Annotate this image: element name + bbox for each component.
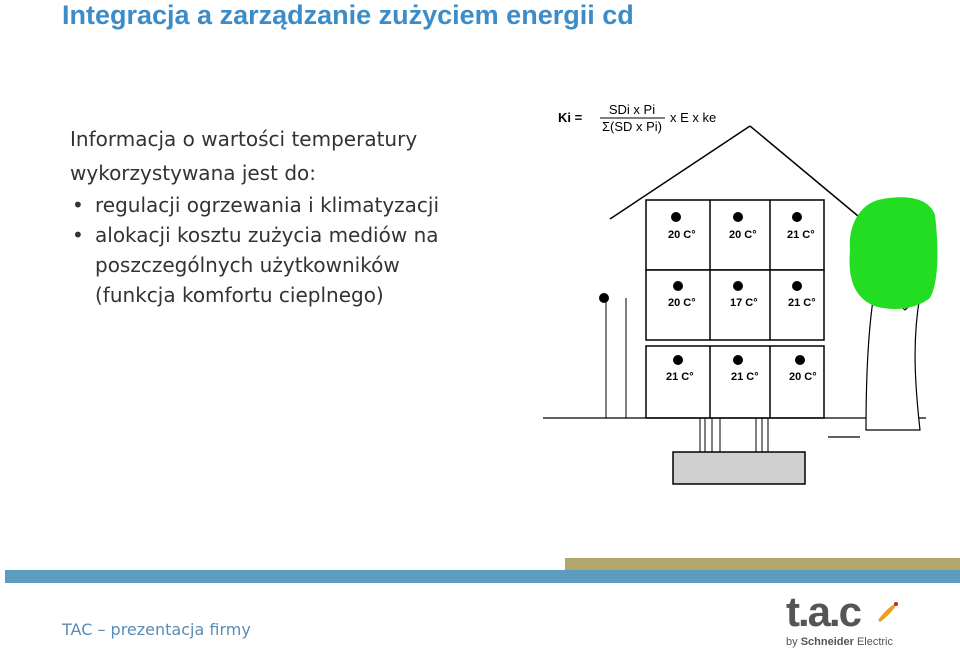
ground	[543, 298, 926, 438]
room-temp-label: 20 C°	[668, 229, 696, 241]
room-temp-label: 21 C°	[731, 371, 759, 383]
footer-accent-bar	[565, 558, 960, 570]
content-text: Informacja o wartości temperatury wykorz…	[70, 122, 540, 310]
footer-bar	[5, 570, 960, 583]
cost-formula: Ki = SDi x Pi Σ(SD x Pi) x E x ke	[558, 102, 716, 134]
bullet-item: • regulacji ogrzewania i klimatyzacji	[70, 190, 540, 220]
sensor-dot	[673, 355, 683, 365]
bullet-list: • regulacji ogrzewania i klimatyzacji • …	[70, 190, 540, 310]
basement-controller	[672, 451, 806, 485]
roof	[609, 125, 871, 227]
logo-subtitle: by Schneider Electric	[786, 636, 893, 648]
bullet-text: poszczególnych użytkowników	[95, 253, 400, 277]
room-temp-label: 21 C°	[787, 229, 815, 241]
sensor-dot	[733, 281, 743, 291]
sensor-dot	[671, 212, 681, 222]
bullet-item: • alokacji kosztu zużycia mediów na posz…	[70, 220, 540, 310]
logo-brand-2: Electric	[856, 636, 893, 648]
bullet-icon: •	[72, 193, 84, 217]
room-temp-label: 21 C°	[788, 297, 816, 309]
bullet-text: regulacji ogrzewania i klimatyzacji	[95, 193, 440, 217]
sensor-dot	[733, 212, 743, 222]
slide-title: Integracja a zarządzanie zużyciem energi…	[62, 0, 634, 30]
formula-denominator: Σ(SD x Pi)	[602, 119, 662, 134]
sensor-wiring	[699, 418, 769, 452]
sensor-dot	[792, 212, 802, 222]
room-temp-label: 20 C°	[789, 371, 817, 383]
sensor-dot	[792, 281, 802, 291]
tree-icon	[849, 197, 938, 431]
formula-numerator: SDi x Pi	[609, 102, 655, 117]
bullet-icon: •	[72, 223, 84, 247]
logo-swoosh-icon	[878, 602, 898, 622]
logo-by: by	[786, 636, 798, 648]
room-temp-label: 20 C°	[668, 297, 696, 309]
sensor-dot	[733, 355, 743, 365]
bullet-text: (funkcja komfortu cieplnego)	[95, 283, 384, 307]
sensor-dot	[795, 355, 805, 365]
logo-brand: Schneider	[800, 636, 854, 648]
intro-line-1: Informacja o wartości temperatury	[70, 127, 418, 151]
formula-tail: x E x ke	[670, 110, 716, 125]
room-temp-label: 20 C°	[729, 229, 757, 241]
sensor-dot	[673, 281, 683, 291]
outdoor-sensor-dot	[599, 293, 609, 303]
formula-lhs: Ki =	[558, 110, 583, 125]
footer-text: TAC – prezentacja firmy	[62, 620, 251, 639]
house-diagram: Ki = SDi x Pi Σ(SD x Pi) x E x ke	[543, 102, 938, 485]
room-temp-label: 21 C°	[666, 371, 694, 383]
room-temp-label: 17 C°	[730, 297, 758, 309]
tac-schneider-logo: t.a.c by Schneider Electric	[786, 588, 916, 652]
bullet-text: alokacji kosztu zużycia mediów na	[95, 223, 439, 247]
room-sensors: 20 C° 20 C° 21 C° 20 C° 17 C° 21 C° 21 C…	[666, 212, 817, 383]
logo-wordmark: t.a.c	[786, 588, 862, 635]
intro-line-2: wykorzystywana jest do:	[70, 161, 317, 185]
